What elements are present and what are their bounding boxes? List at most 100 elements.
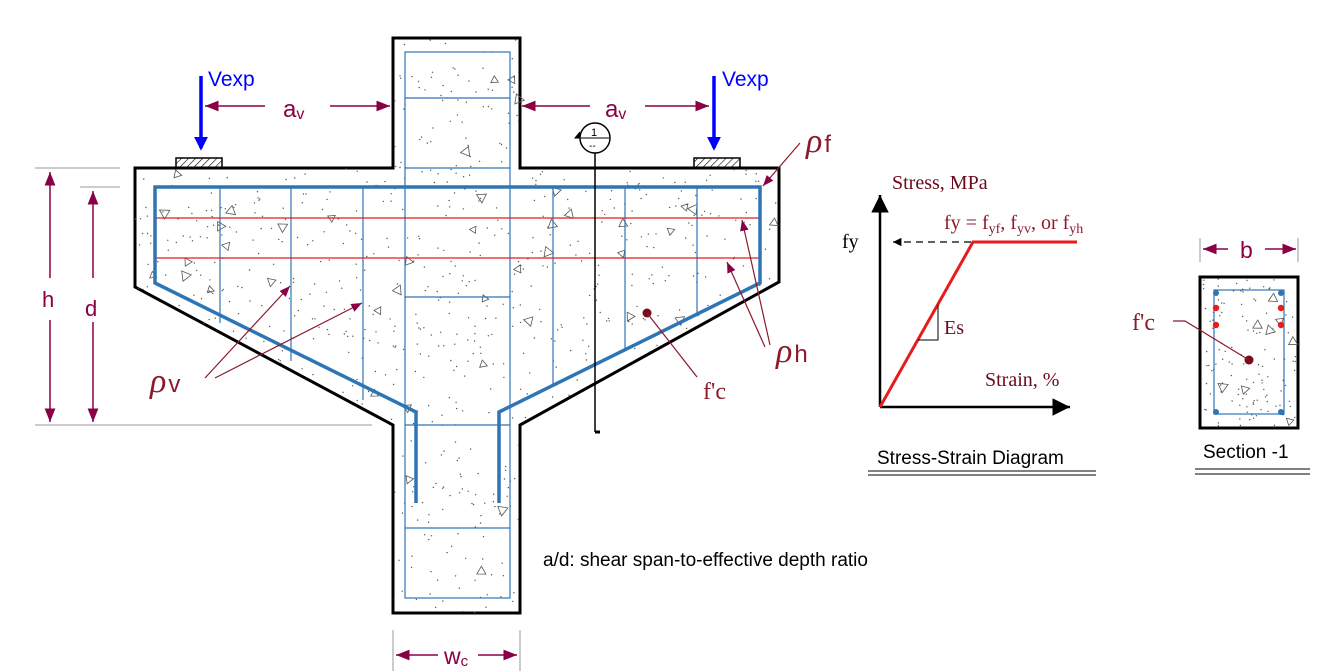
concrete-dot bbox=[461, 410, 464, 412]
concrete-dot bbox=[1240, 290, 1242, 292]
concrete-dot bbox=[189, 236, 191, 238]
concrete-dot bbox=[418, 327, 420, 329]
concrete-dot bbox=[680, 190, 683, 192]
concrete-dot bbox=[662, 177, 664, 179]
concrete-dot bbox=[467, 360, 469, 362]
concrete-dot bbox=[460, 475, 462, 478]
concrete-dot bbox=[348, 351, 350, 354]
concrete-dot bbox=[1205, 409, 1207, 411]
concrete-dot bbox=[517, 518, 519, 521]
concrete-dot bbox=[450, 545, 453, 547]
concrete-dot bbox=[285, 178, 287, 181]
main-rebar bbox=[153, 185, 762, 503]
concrete-dot bbox=[372, 313, 374, 316]
concrete-dot bbox=[432, 127, 434, 129]
concrete-dot bbox=[270, 227, 273, 230]
concrete-dot bbox=[416, 322, 418, 324]
concrete-dot bbox=[410, 440, 412, 442]
concrete-dot bbox=[428, 538, 430, 541]
concrete-dot bbox=[1273, 279, 1275, 281]
concrete-dot bbox=[1265, 312, 1268, 314]
aggregate-mark bbox=[405, 475, 415, 485]
concrete-dot bbox=[294, 177, 296, 179]
concrete-dot bbox=[430, 334, 432, 336]
load-label-right: Vexp bbox=[722, 68, 769, 91]
concrete-dot bbox=[585, 190, 587, 193]
concrete-dot bbox=[257, 197, 259, 199]
load-label-left: Vexp bbox=[208, 68, 255, 91]
section-cut-marker: 1 -- bbox=[573, 122, 611, 154]
concrete-dot bbox=[530, 285, 532, 287]
aggregate-mark bbox=[181, 270, 192, 282]
concrete-dot bbox=[661, 266, 664, 268]
aggregate-mark bbox=[1217, 383, 1229, 394]
concrete-dot bbox=[1217, 422, 1220, 424]
concrete-dot bbox=[455, 172, 457, 174]
concrete-dot bbox=[492, 493, 495, 495]
concrete-dot bbox=[1252, 417, 1255, 419]
concrete-dot bbox=[599, 311, 601, 314]
concrete-dot bbox=[480, 197, 482, 200]
concrete-dot bbox=[657, 315, 659, 317]
concrete-dot bbox=[396, 368, 398, 371]
concrete-dot bbox=[436, 579, 439, 581]
concrete-dot bbox=[141, 232, 144, 235]
concrete-dot bbox=[260, 228, 262, 230]
concrete-dot bbox=[328, 333, 330, 336]
aggregate-mark bbox=[686, 203, 698, 216]
concrete-dot bbox=[755, 197, 757, 200]
concrete-dot bbox=[394, 325, 396, 327]
concrete-dot bbox=[1287, 332, 1290, 334]
aggregate-mark bbox=[475, 193, 488, 204]
concrete-dot bbox=[394, 100, 396, 102]
concrete-dot bbox=[1221, 382, 1224, 384]
concrete-dot bbox=[442, 84, 444, 87]
concrete-dot bbox=[669, 206, 671, 209]
concrete-dot bbox=[486, 594, 488, 596]
fy-label: fy bbox=[842, 231, 859, 253]
concrete-dot bbox=[465, 137, 467, 139]
concrete-dot bbox=[609, 198, 611, 201]
concrete-dot bbox=[449, 206, 451, 208]
concrete-dot bbox=[517, 444, 520, 446]
concrete-dot bbox=[457, 99, 459, 101]
concrete-dot bbox=[281, 350, 283, 352]
concrete-dot bbox=[412, 422, 415, 425]
concrete-dot bbox=[630, 222, 632, 225]
concrete-dot bbox=[655, 233, 657, 235]
concrete-dot bbox=[511, 58, 513, 60]
concrete-dot bbox=[1273, 358, 1276, 360]
concrete-dot bbox=[146, 215, 149, 217]
section-outline bbox=[1198, 275, 1300, 430]
concrete-dot bbox=[253, 202, 256, 204]
concrete-dot bbox=[254, 212, 256, 214]
concrete-dot bbox=[1251, 414, 1253, 416]
concrete-dot bbox=[468, 80, 470, 82]
concrete-dot bbox=[647, 233, 649, 235]
concrete-dot bbox=[403, 108, 405, 110]
concrete-dot bbox=[465, 557, 467, 559]
concrete-dot bbox=[567, 198, 569, 201]
bearing-plate-left bbox=[175, 157, 223, 169]
section-fc-leader bbox=[1173, 320, 1250, 361]
concrete-dot bbox=[1247, 329, 1249, 331]
concrete-dot bbox=[491, 333, 493, 336]
concrete-dot bbox=[450, 260, 452, 262]
concrete-dot bbox=[668, 275, 670, 277]
concrete-dot bbox=[390, 193, 392, 195]
concrete-dot bbox=[1292, 360, 1294, 362]
concrete-dot bbox=[420, 136, 423, 138]
concrete-dot bbox=[221, 290, 223, 292]
concrete-dot bbox=[1219, 315, 1221, 317]
concrete-dot bbox=[456, 407, 458, 410]
concrete-dot bbox=[501, 228, 503, 230]
concrete-dot bbox=[540, 250, 542, 252]
concrete-dot bbox=[296, 236, 299, 239]
concrete-dot bbox=[437, 345, 440, 347]
concrete-dot bbox=[586, 323, 588, 325]
concrete-dot bbox=[745, 211, 747, 214]
concrete-dot bbox=[457, 292, 460, 294]
concrete-dot bbox=[211, 215, 213, 218]
concrete-dot bbox=[492, 363, 494, 365]
concrete-dot bbox=[392, 383, 395, 386]
